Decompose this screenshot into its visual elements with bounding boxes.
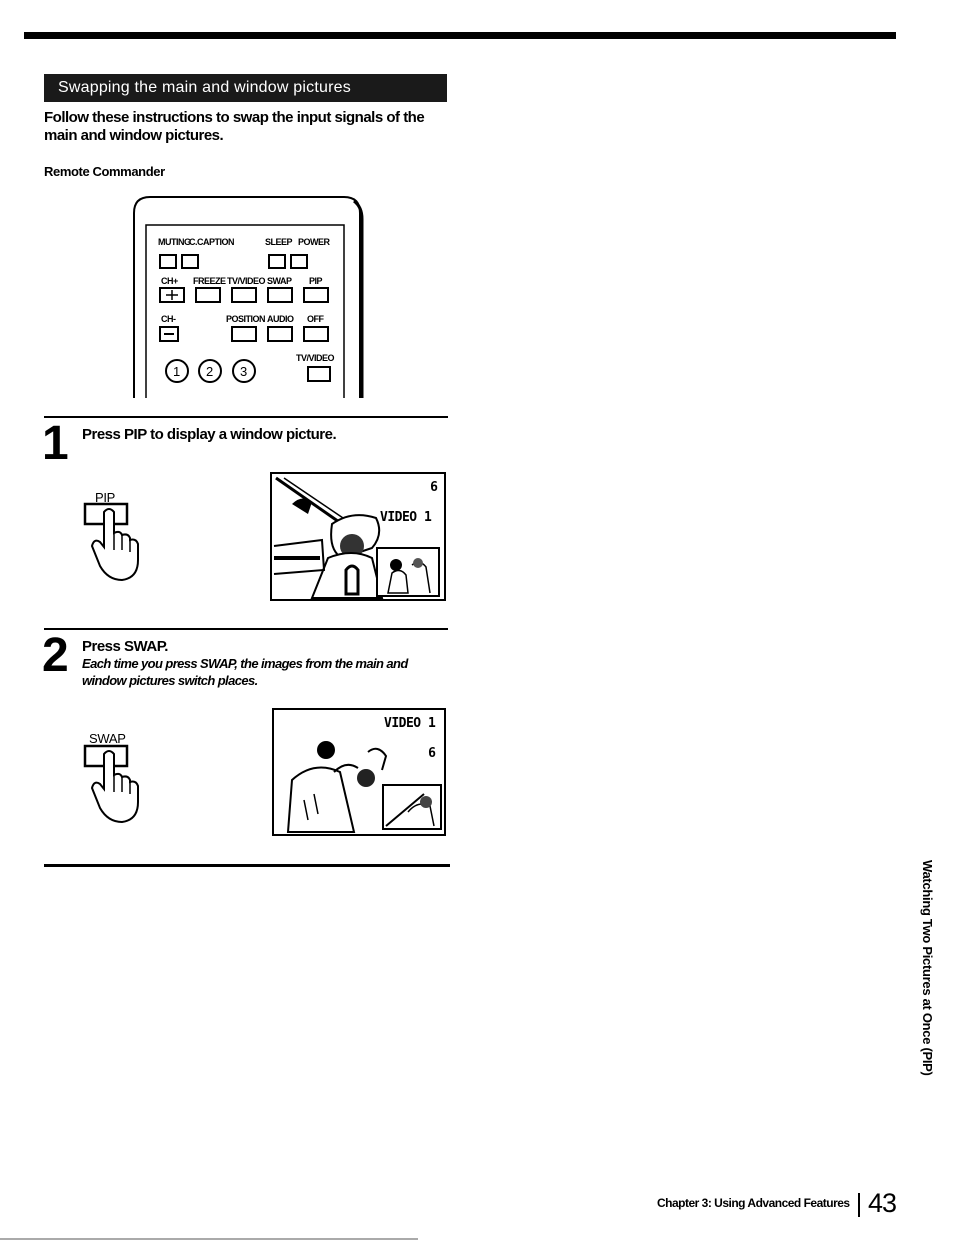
remote-power-label: POWER [298,237,330,247]
step2-window-picture-art [385,793,435,827]
step1-tv-screen: 6 VIDEO 1 [270,472,446,601]
swap-button-press-icon [83,744,139,824]
page-number: 43 [868,1188,897,1218]
remote-sleep-label: SLEEP [265,237,293,247]
remote-chplus-label: CH+ [161,276,178,286]
step2-tv-screen: VIDEO 1 6 [272,708,446,836]
remote-commander-label: Remote Commander [44,164,165,179]
pip-button-label: PIP [95,490,116,505]
remote-pip-label: PIP [309,276,323,286]
bottom-scan-edge [0,1238,418,1240]
chapter-side-tab: Watching Two Pictures at Once (PIP) [920,860,935,1076]
remote-tvvideo-label: TV/VIDEO [227,276,266,286]
step2-number: 2 [42,629,69,682]
remote-audio-label: AUDIO [267,314,294,324]
remote-chminus-label: CH- [161,314,176,324]
footer-chapter-title: Chapter 3: Using Advanced Features [657,1196,850,1210]
step2-window-label: VIDEO 1 [384,716,436,731]
step1-channel-number: 6 [430,480,438,495]
pip-button-press-icon [83,502,139,582]
step1-window-picture [376,547,440,597]
step2-rule [44,628,448,630]
remote-muting-label: MUTING [158,237,191,247]
step2-channel-number: 6 [428,746,436,761]
remote-number-3: 3 [240,364,247,379]
remote-commander-illustration [133,196,364,398]
footer-divider [858,1193,860,1217]
step1-window-label: VIDEO 1 [380,510,432,525]
step2-window-picture [382,784,442,830]
remote-row2-buttons [159,287,329,303]
step1-main-picture [273,476,384,599]
remote-row1-buttons [159,254,308,269]
end-rule [44,864,450,867]
step2-instruction: Press SWAP. [82,638,168,655]
swap-button-label: SWAP [89,731,126,746]
step1-rule [44,416,448,418]
step1-instruction: Press PIP to display a window picture. [82,426,337,443]
remote-off-label: OFF [307,314,324,324]
intro-paragraph: Follow these instructions to swap the in… [44,109,425,144]
remote-tvvideo2-label: TV/VIDEO [296,353,335,363]
step1-window-picture-art [387,558,431,594]
remote-freeze-label: FREEZE [193,276,226,286]
remote-swap-label: SWAP [267,276,292,286]
remote-position-label: POSITION [226,314,266,324]
step2-main-picture [286,741,388,833]
top-rule [24,32,896,39]
step1-number: 1 [42,417,69,470]
remote-number-buttons [165,359,331,383]
remote-number-2: 2 [206,364,213,379]
remote-number-1: 1 [173,364,180,379]
remote-caption-label: C.CAPTION [189,237,235,247]
remote-row3-buttons [159,326,329,342]
section-title: Swapping the main and window pictures [44,74,447,102]
step2-note: Each time you press SWAP, the images fro… [82,656,408,688]
